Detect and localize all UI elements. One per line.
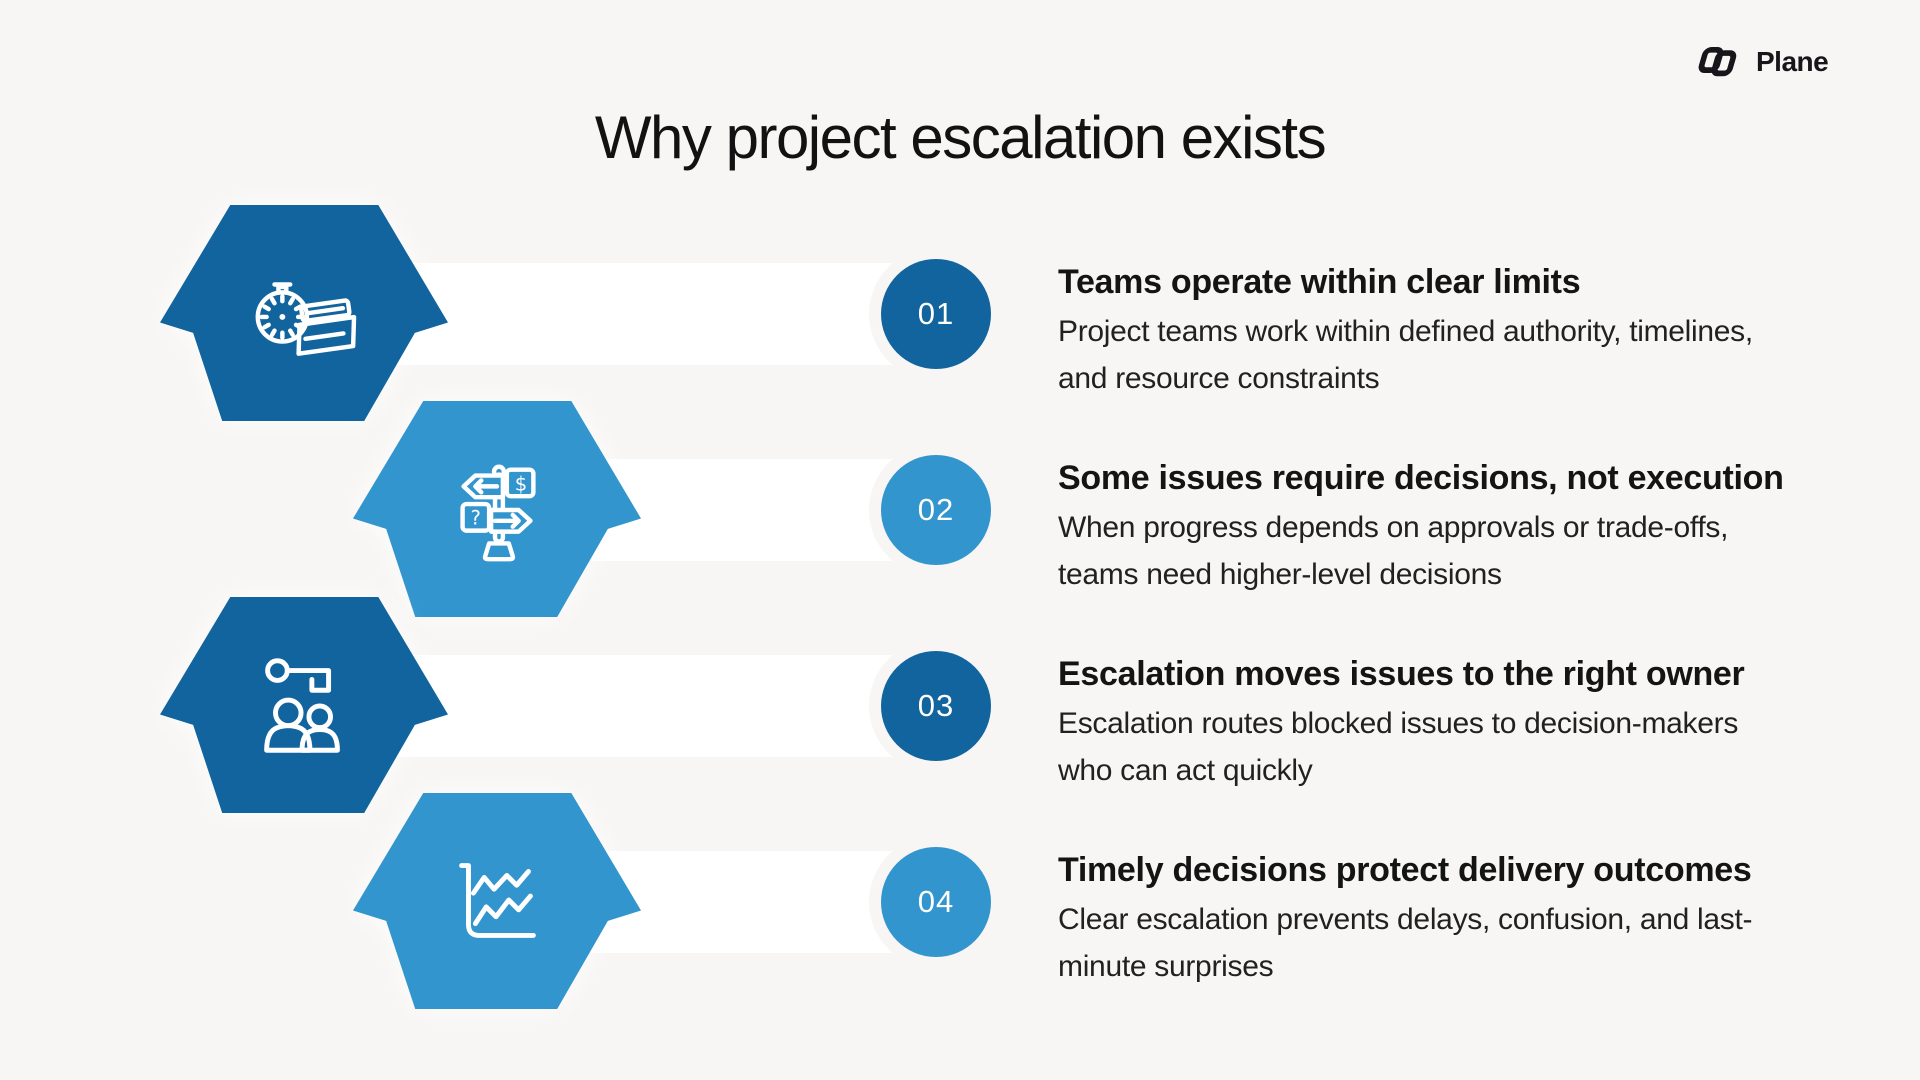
line-chart-icon: [438, 842, 556, 960]
svg-text:$: $: [515, 472, 528, 495]
step-body-4: Clear escalation prevents delays, confus…: [1058, 903, 1753, 983]
step-heading-2: Some issues require decisions, not execu…: [1058, 459, 1784, 497]
hexagon-item-1: [160, 205, 448, 421]
step-number-1: 01: [917, 296, 955, 331]
step-circle-2: 02: [881, 455, 991, 565]
step-heading-4: Timely decisions protect delivery outcom…: [1058, 851, 1752, 889]
hexagon-item-3: [160, 597, 448, 813]
plane-logo-mark-icon: [1698, 46, 1737, 77]
signpost-decision-icon: $ ?: [438, 450, 556, 568]
step-circle-1: 01: [881, 259, 991, 369]
step-circle-4: 04: [881, 847, 991, 957]
hexagon-item-4: [353, 793, 641, 1009]
step-text-3: Escalation moves issues to the right own…: [1058, 653, 1788, 794]
plane-logo-text: Plane: [1756, 46, 1829, 77]
step-body-1: Project teams work within defined author…: [1058, 315, 1753, 395]
stopwatch-folder-icon: [245, 254, 363, 372]
svg-text:?: ?: [470, 507, 480, 530]
step-body-3: Escalation routes blocked issues to deci…: [1058, 707, 1739, 787]
key-people-icon: [245, 646, 363, 764]
step-text-1: Teams operate within clear limits Projec…: [1058, 261, 1788, 402]
step-body-2: When progress depends on approvals or tr…: [1058, 511, 1729, 591]
step-text-4: Timely decisions protect delivery outcom…: [1058, 849, 1788, 990]
step-heading-3: Escalation moves issues to the right own…: [1058, 655, 1745, 693]
page-title: Why project escalation exists: [594, 104, 1327, 171]
step-heading-1: Teams operate within clear limits: [1058, 263, 1581, 301]
step-number-2: 02: [917, 492, 955, 527]
step-circle-3: 03: [881, 651, 991, 761]
hexagon-item-2: $ ?: [353, 401, 641, 617]
plane-logo: Plane: [1694, 44, 1829, 80]
step-text-2: Some issues require decisions, not execu…: [1058, 457, 1788, 598]
step-number-4: 04: [917, 884, 955, 919]
step-number-3: 03: [917, 688, 955, 723]
